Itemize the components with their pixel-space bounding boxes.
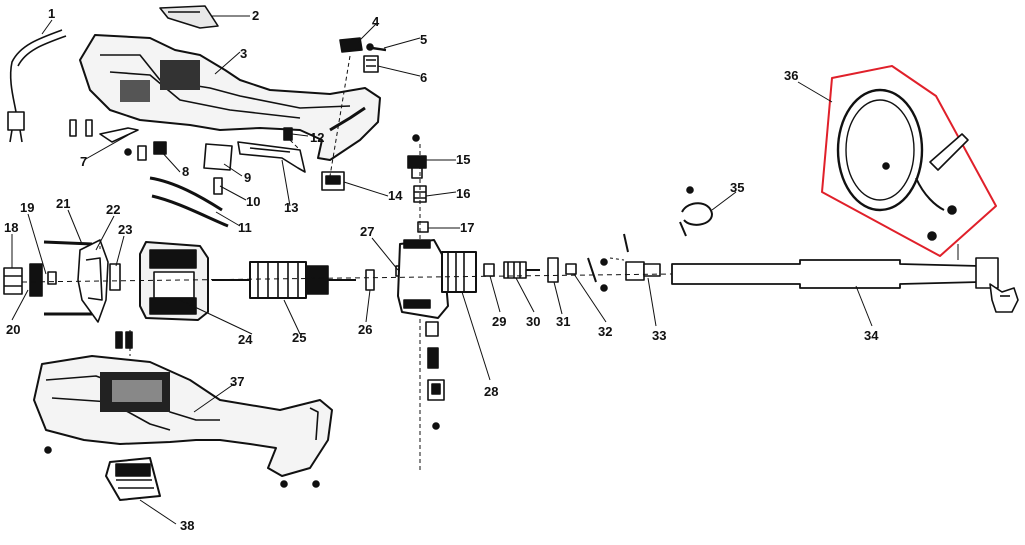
coupling-part <box>623 233 661 281</box>
part-label-7: 7 <box>80 154 87 169</box>
part-label-22: 22 <box>106 202 120 217</box>
bearing-ring-part <box>365 269 375 291</box>
part-label-29: 29 <box>492 314 506 329</box>
part-label-12: 12 <box>310 130 324 145</box>
small-block-part <box>213 177 223 195</box>
bearing-part <box>29 263 43 297</box>
leader-lines <box>11 15 873 525</box>
part-label-6: 6 <box>420 70 427 85</box>
part-label-26: 26 <box>358 322 372 337</box>
part-label-21: 21 <box>56 196 70 211</box>
plate-part <box>203 143 233 171</box>
left-housing-part <box>79 34 381 161</box>
armature-part <box>212 261 356 299</box>
gear-housing-part <box>397 239 477 319</box>
part-label-17: 17 <box>460 220 474 235</box>
part-label-25: 25 <box>292 330 306 345</box>
top-cover-part <box>159 5 219 29</box>
part-label-27: 27 <box>360 224 374 239</box>
end-cap-part <box>3 267 23 295</box>
spring-screw-part <box>366 43 387 52</box>
switch-cap-part <box>339 37 363 53</box>
spacer-plate-part <box>547 257 559 283</box>
screw-long-part <box>43 240 93 316</box>
rear-cap-part <box>105 457 161 501</box>
part-label-1: 1 <box>48 6 55 21</box>
brush-spring-part <box>417 221 429 233</box>
clip-part <box>565 257 608 292</box>
lower-brush-part <box>425 321 445 430</box>
part-label-38: 38 <box>180 518 194 533</box>
cable-part <box>149 176 229 228</box>
part-label-16: 16 <box>456 186 470 201</box>
part-labels: 1 2 3 4 5 6 7 8 9 10 11 12 13 14 15 16 1… <box>4 6 879 533</box>
spacer-part <box>483 263 495 277</box>
power-cord-part <box>7 29 67 143</box>
small-cylinder-part <box>283 127 293 141</box>
guard-assembly-part <box>821 65 997 257</box>
stator-part <box>139 241 209 321</box>
part-label-5: 5 <box>420 32 427 47</box>
part-label-35: 35 <box>730 180 744 195</box>
part-label-24: 24 <box>238 332 253 347</box>
part-label-14: 14 <box>388 188 403 203</box>
clamp-part <box>679 186 713 237</box>
part-label-36: 36 <box>784 68 798 83</box>
part-label-30: 30 <box>526 314 540 329</box>
part-label-23: 23 <box>118 222 132 237</box>
washer-part <box>47 271 57 285</box>
part-label-2: 2 <box>252 8 259 23</box>
gear-shaft-part <box>503 261 540 279</box>
brush-cap-part <box>407 134 427 179</box>
switch-lever-part <box>363 55 379 73</box>
brush-bracket-part <box>77 239 109 323</box>
part-label-31: 31 <box>556 314 570 329</box>
spring-part <box>153 141 167 155</box>
part-label-13: 13 <box>284 200 298 215</box>
part-label-28: 28 <box>484 384 498 399</box>
part-label-11: 11 <box>238 220 252 235</box>
part-label-9: 9 <box>244 170 251 185</box>
part-label-18: 18 <box>4 220 18 235</box>
part-label-32: 32 <box>598 324 612 339</box>
part-label-10: 10 <box>246 194 260 209</box>
part-label-33: 33 <box>652 328 666 343</box>
part-label-19: 19 <box>20 200 34 215</box>
insulator-part <box>109 263 121 291</box>
part-label-37: 37 <box>230 374 244 389</box>
part-label-4: 4 <box>372 14 380 29</box>
part-label-8: 8 <box>182 164 189 179</box>
part-label-20: 20 <box>6 322 20 337</box>
part-label-15: 15 <box>456 152 470 167</box>
right-housing-part <box>33 331 333 488</box>
part-label-34: 34 <box>864 328 879 343</box>
lever-bar-part <box>237 141 306 173</box>
shaft-tube-part <box>671 257 1019 313</box>
switch-part <box>321 171 345 191</box>
part-label-3: 3 <box>240 46 247 61</box>
brush-holder-part <box>69 119 147 161</box>
